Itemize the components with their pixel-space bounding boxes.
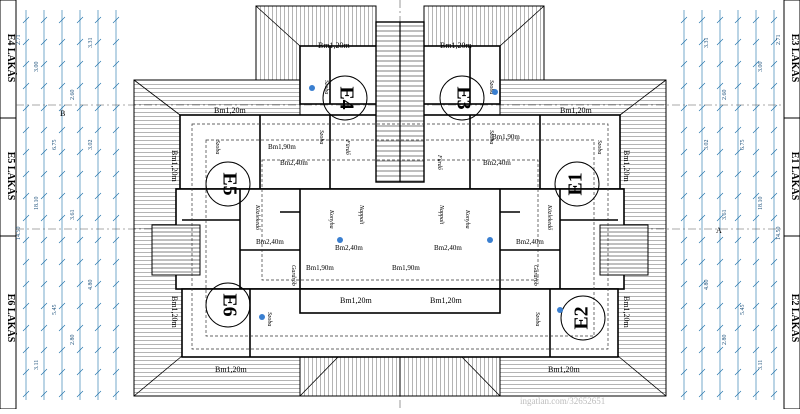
apartment-marker-e4: E4	[322, 75, 368, 121]
dimension-ticks	[22, 16, 778, 398]
dim-right-8: 14.50	[776, 227, 782, 241]
apartment-marker-e2: E2	[560, 295, 606, 341]
dim-left-1: 2.71	[16, 35, 22, 46]
height-label-bottom-right: Bm1,20m	[548, 365, 581, 374]
room-gardrob-1: Gardrób	[290, 265, 296, 286]
axis-letter-b: B	[60, 109, 65, 118]
dim-right-2: 3.00	[758, 62, 764, 73]
dim-right-12: 2.80	[722, 335, 728, 346]
watermark: ingatlan.com/32652651	[520, 396, 605, 406]
left-dimension-chains	[25, 10, 117, 400]
room-szoba-5: Szoba	[488, 130, 494, 144]
height-label-upper-right: Bm1,20m	[560, 106, 593, 115]
dim-left-7: 18.10	[34, 197, 40, 211]
detector-symbols	[259, 85, 563, 320]
dim-right-9: 3.61	[722, 210, 728, 221]
side-label-left-1: E4 LAKÁS	[5, 34, 17, 83]
apartment-label-e2: E2	[571, 306, 593, 329]
side-label-left-2: E5 LAKÁS	[5, 152, 17, 201]
dim-left-5: 6.75	[52, 140, 58, 151]
dim-left-11: 4.80	[88, 280, 94, 291]
apartment-label-e6: E6	[218, 293, 240, 316]
dim-right-13: 3.11	[758, 360, 764, 370]
dim-left-4: 2.60	[70, 90, 76, 101]
room-szoba-7: Szoba	[266, 312, 272, 326]
height-label-inner-right: Bm1,90m	[492, 133, 520, 141]
height-label-inner-left: Bm1,90m	[268, 143, 296, 151]
room-nappali-2: Nappali	[438, 204, 444, 225]
room-furdo-1: Fürdő	[344, 139, 351, 156]
right-dimension-chains	[683, 10, 775, 400]
room-szoba-6: Szoba	[596, 140, 602, 154]
dim-left-12: 2.80	[70, 335, 76, 346]
height-label-2-4-f: Bm2,40m	[516, 238, 544, 246]
left-dimension-values: 2.71 3.00 3.31 2.60 6.75 3.02 18.10 14.5…	[16, 35, 94, 371]
apartment-marker-e5: E5	[205, 161, 251, 207]
room-gardrob-2: Gardrób	[532, 265, 538, 286]
apartment-marker-e3: E3	[439, 75, 485, 121]
axis-letter-a: A	[716, 226, 722, 235]
height-label-side-left: Bm1,20m	[170, 150, 179, 183]
side-label-right-1: E3 LAKÁS	[789, 34, 800, 83]
room-szoba-8: Szoba	[534, 312, 540, 326]
dim-right-11: 4.80	[704, 280, 710, 291]
height-label-1-9-low-l: Bm1,90m	[306, 264, 334, 272]
side-label-right-3: E2 LAKÁS	[789, 294, 800, 343]
height-label-2-4-b: Bm2,40m	[483, 159, 511, 167]
room-szoba-3: Szoba	[214, 140, 220, 154]
height-label-1-9-low-r: Bm1,90m	[392, 264, 420, 272]
apartment-label-e4: E4	[335, 86, 357, 109]
apartment-label-e1: E1	[565, 172, 587, 195]
dim-right-6: 3.02	[704, 140, 710, 151]
central-staircase	[375, 21, 425, 183]
apartment-label-e3: E3	[452, 86, 474, 109]
dim-right-1: 2.71	[776, 35, 782, 46]
height-label-bottom-left: Bm1,20m	[215, 365, 248, 374]
side-label-left-3: E6 LAKÁS	[5, 294, 17, 343]
apartment-label-e5: E5	[218, 172, 240, 195]
dim-right-5: 6.75	[740, 140, 746, 151]
height-label-side-left-lower: Bm1,20m	[170, 296, 179, 329]
height-label-top-right: Bm1,20m	[440, 41, 473, 50]
height-label-2-4-a: Bm2,40m	[280, 159, 308, 167]
dim-right-4: 2.60	[722, 90, 728, 101]
room-szoba-4: Szoba	[318, 130, 324, 144]
dim-right-7: 18.10	[758, 197, 764, 211]
height-label-2-4-c: Bm2,40m	[256, 238, 284, 246]
apartment-markers: E4 E3 E5 E1 E6 E2	[205, 75, 606, 341]
height-label-mid-left: Bm1,20m	[340, 296, 373, 305]
height-contour-lines	[191, 123, 609, 350]
room-kozlekedo-2: Közlekedő	[546, 204, 553, 231]
room-szoba-2: Szoba	[488, 80, 494, 94]
right-dimension-values: 2.71 3.00 3.31 2.60 6.75 3.02 18.10 14.5…	[704, 35, 782, 371]
height-label-2-4-d: Bm2,40m	[335, 244, 363, 252]
side-label-right-2: E1 LAKÁS	[789, 152, 800, 201]
height-label-mid-right: Bm1,20m	[430, 296, 463, 305]
apartment-marker-e1: E1	[554, 161, 600, 207]
height-label-side-right-lower: Bm1,20m	[622, 296, 631, 329]
dim-left-3: 3.31	[88, 38, 94, 49]
dim-left-9: 3.61	[70, 210, 76, 221]
dim-right-10: 5.45	[740, 305, 746, 316]
dim-left-8: 14.50	[16, 227, 22, 241]
dim-left-2: 3.00	[34, 62, 40, 73]
height-labels: Bm1,20m Bm1,20m Bm1,20m Bm1,20m Bm1,20m …	[170, 41, 631, 374]
dim-left-10: 5.45	[52, 305, 58, 316]
height-label-side-right: Bm1,20m	[622, 150, 631, 183]
dim-left-13: 3.11	[34, 360, 40, 370]
height-label-upper-left: Bm1,20m	[214, 106, 247, 115]
apartment-marker-e6: E6	[205, 282, 251, 328]
room-nappali-1: Nappali	[358, 204, 364, 225]
height-label-2-4-e: Bm2,40m	[434, 244, 462, 252]
height-label-top-left: Bm1,20m	[318, 41, 351, 50]
room-konyha-1: Konyha	[328, 209, 334, 229]
room-furdo-2: Fürdő	[436, 154, 443, 171]
dim-left-6: 3.02	[88, 140, 94, 151]
room-kozlekedo-1: Közlekedő	[254, 204, 261, 231]
room-konyha-2: Konyha	[464, 209, 470, 229]
dim-right-3: 3.31	[704, 38, 710, 49]
